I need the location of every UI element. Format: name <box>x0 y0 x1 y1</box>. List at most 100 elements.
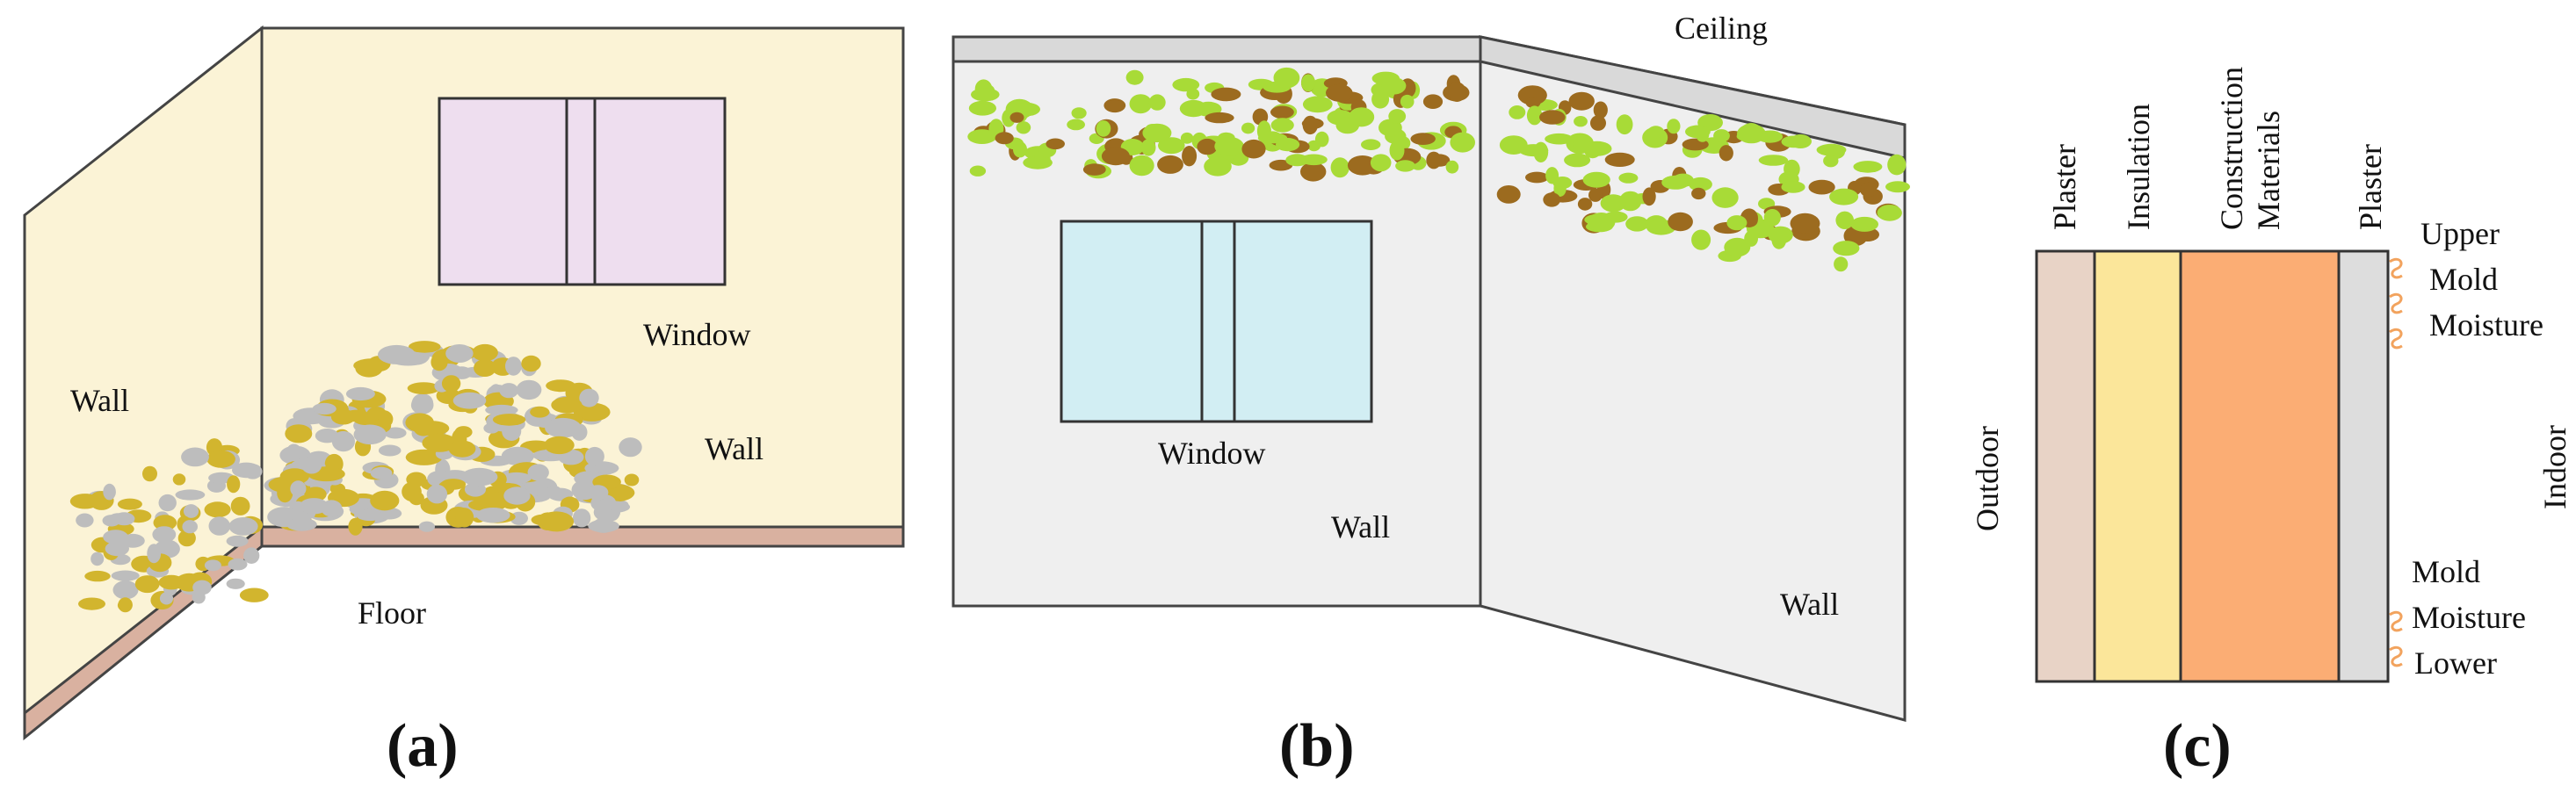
mold-spot <box>111 570 140 581</box>
mold-spot <box>1625 216 1649 232</box>
mold-spot <box>175 489 206 501</box>
mold-spot <box>968 100 996 116</box>
mold-spot <box>147 544 162 564</box>
mold-spot <box>1850 216 1878 232</box>
mold-spot <box>1300 162 1327 182</box>
mold-spot <box>1604 152 1635 167</box>
layer-construction-materials <box>2179 249 2341 683</box>
mold-spot <box>1301 74 1316 92</box>
mold-marker <box>2389 328 2403 350</box>
mold-spot <box>285 424 313 443</box>
mold-spot <box>103 530 128 544</box>
mold-spot <box>573 402 611 422</box>
mold-spot <box>1016 121 1031 134</box>
mold-spot <box>455 508 474 528</box>
mold-spot <box>476 508 510 523</box>
mold-spot <box>290 480 307 497</box>
mold-spot <box>243 547 260 564</box>
label-floor: Floor <box>358 595 426 631</box>
mold-spot <box>448 440 476 458</box>
mold-spot <box>1724 237 1751 257</box>
panel-a: Wall Window Wall Floor (a) <box>23 25 905 780</box>
mold-spot <box>454 426 473 438</box>
mold-spot <box>1853 161 1883 173</box>
mold-spot <box>1564 153 1591 168</box>
mold-spot <box>406 472 427 487</box>
mold-spot <box>579 388 599 407</box>
layer-label-plaster-outer: Plaster <box>2047 144 2082 230</box>
mold-spot <box>619 437 642 458</box>
mold-spot <box>441 375 461 393</box>
mold-spot <box>1887 154 1907 176</box>
mold-spot <box>501 446 534 466</box>
mold-spot <box>1273 67 1300 89</box>
mold-spot <box>1172 77 1200 92</box>
mold-spot <box>158 494 177 512</box>
mold-spot <box>1270 118 1294 133</box>
mold-spot <box>1768 226 1793 244</box>
mold-spot <box>228 517 258 536</box>
mold-spot <box>134 575 160 594</box>
mold-spot <box>113 512 135 526</box>
mold-spot <box>1590 115 1606 131</box>
layer-label-construction-line2: Materials <box>2251 111 2286 230</box>
mold-spot <box>1370 154 1392 172</box>
mold-spot <box>183 504 199 518</box>
mold-spot <box>546 486 562 499</box>
mold-spot <box>410 395 434 415</box>
mold-markers-lower <box>2389 610 2403 667</box>
mold-spot <box>1400 94 1415 109</box>
mold-spot <box>1756 130 1784 143</box>
mold-spot <box>551 397 582 414</box>
label-lower: Lower <box>2414 645 2497 681</box>
mold-spot <box>1834 256 1849 272</box>
mold-spot <box>204 559 221 572</box>
mold-spot <box>545 417 582 438</box>
mold-spot <box>181 447 209 467</box>
layer-label-insulation: Insulation <box>2121 104 2156 230</box>
mold-spot <box>192 580 212 595</box>
mold-spot <box>971 88 1000 102</box>
mold-spot <box>1241 139 1266 159</box>
layer-outer-plaster <box>2035 249 2096 683</box>
mold-spot <box>1600 194 1626 213</box>
mold-spot <box>1270 105 1294 119</box>
mold-spot <box>572 508 591 528</box>
mold-spot <box>1330 157 1350 178</box>
mold-spot <box>1711 187 1739 208</box>
mold-spot <box>299 498 329 515</box>
mold-spot <box>1496 185 1521 204</box>
mold-spot <box>1186 88 1200 100</box>
mold-spot <box>413 417 434 436</box>
mold-spot <box>152 526 177 543</box>
mold-spot <box>1545 133 1574 145</box>
mold-spot <box>1691 187 1706 200</box>
mold-spot <box>1158 137 1185 155</box>
caption-b: (b) <box>1279 712 1355 780</box>
mold-spot <box>1552 177 1573 190</box>
mold-spot <box>527 464 549 481</box>
mold-spot <box>1808 179 1835 195</box>
layer-insulation <box>2093 249 2182 683</box>
mold-spot <box>1285 154 1309 167</box>
mold-spot <box>239 588 269 602</box>
mold-spot <box>1450 132 1475 153</box>
ceiling-strip-front <box>952 35 1482 63</box>
label-indoor: Indoor <box>2537 425 2572 509</box>
mold-spot <box>355 358 383 378</box>
mold-spot <box>226 535 249 547</box>
label-ceiling: Ceiling <box>1675 11 1768 46</box>
mold-spot <box>1689 177 1712 191</box>
mold-spot <box>76 513 94 528</box>
mold-cluster-left <box>69 438 269 613</box>
mold-spot <box>969 165 987 177</box>
mold-spot <box>118 597 133 613</box>
panel-c: Plaster Insulation Construction Material… <box>1970 67 2572 780</box>
mold-spot <box>1326 83 1353 102</box>
mold-spot <box>1499 135 1528 155</box>
mold-cluster-front <box>967 67 1475 182</box>
mold-spot <box>301 456 322 474</box>
mold-spot <box>206 450 235 468</box>
mold-spot <box>1211 87 1241 102</box>
mold-spot <box>1667 119 1681 134</box>
